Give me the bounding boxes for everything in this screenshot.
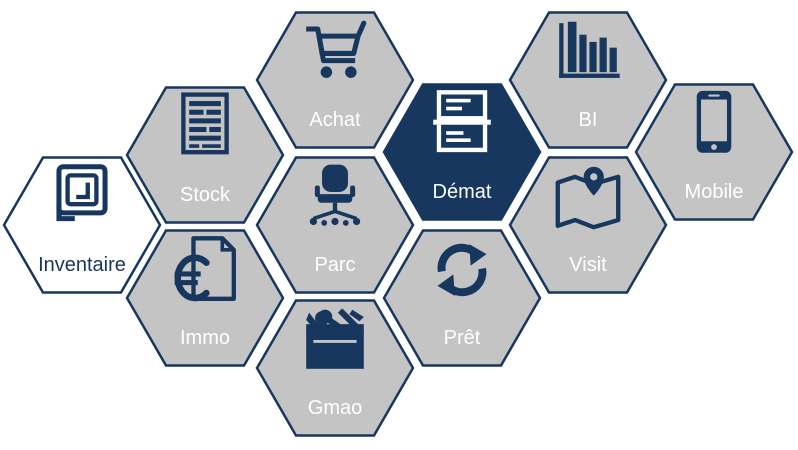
hex-tile-pret[interactable]: Prêt [382,229,542,367]
hex-tile-parc[interactable]: Parc [255,156,415,294]
smartphone-icon [696,90,732,153]
hex-label-achat: Achat [309,109,361,131]
hex-tile-immo[interactable]: Immo [125,229,285,367]
hex-label-parc: Parc [314,254,355,276]
hex-tile-achat[interactable]: Achat [255,11,415,149]
hex-shape [508,11,668,149]
hex-shape [125,86,285,224]
hex-tile-gmao[interactable]: Gmao [255,299,415,437]
hex-label-gmao: Gmao [308,397,362,419]
hex-shape [382,229,542,367]
hex-label-demat: Démat [433,181,492,203]
hex-label-inventaire: Inventaire [38,254,126,276]
hex-label-immo: Immo [180,327,230,349]
hex-tile-demat[interactable]: Démat [382,83,542,221]
hex-shape [2,156,162,294]
hex-tile-visit[interactable]: Visit [508,156,668,294]
hex-tile-bi[interactable]: BI [508,11,668,149]
hex-tile-mobile[interactable]: Mobile [634,83,794,221]
hex-label-stock: Stock [180,184,231,206]
hex-tile-stock[interactable]: Stock [125,86,285,224]
hex-label-pret: Prêt [444,327,481,349]
hex-label-mobile: Mobile [685,181,744,203]
hex-label-bi: BI [579,109,598,131]
hex-shape [255,11,415,149]
hex-tile-inventaire[interactable]: Inventaire [2,156,162,294]
hex-label-visit: Visit [569,254,607,276]
